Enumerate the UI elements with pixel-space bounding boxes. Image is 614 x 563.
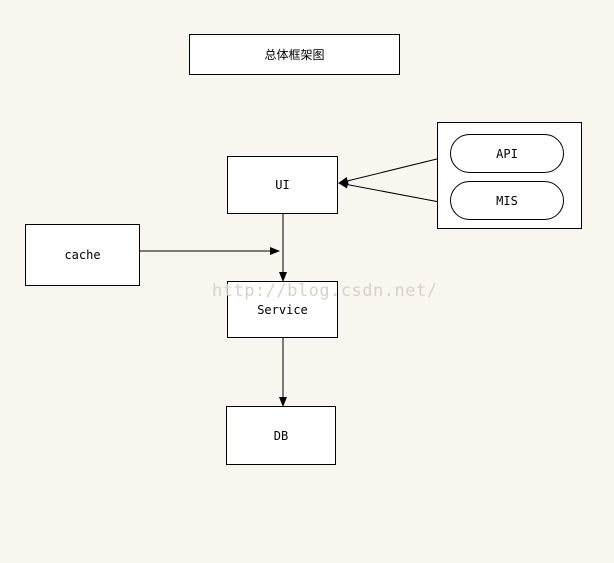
edge-api-to-ui (338, 156, 446, 185)
cache-node: cache (25, 224, 140, 286)
api-node: API (450, 134, 564, 173)
cache-node-label: cache (64, 248, 101, 262)
mis-node: MIS (450, 181, 564, 220)
mis-node-label: MIS (496, 193, 518, 208)
db-node-label: DB (273, 428, 289, 443)
ui-node: UI (227, 156, 338, 214)
api-node-label: API (496, 146, 518, 161)
edge-mis-to-ui (338, 180, 451, 205)
watermark-text: http://blog.csdn.net/ (212, 281, 438, 301)
service-node: Service (227, 281, 338, 338)
diagram-title: 总体框架图 (189, 34, 400, 75)
diagram-title-text: 总体框架图 (264, 48, 325, 62)
ui-node-label: UI (275, 178, 290, 192)
db-node: DB (226, 406, 336, 465)
service-node-label: Service (257, 302, 308, 317)
